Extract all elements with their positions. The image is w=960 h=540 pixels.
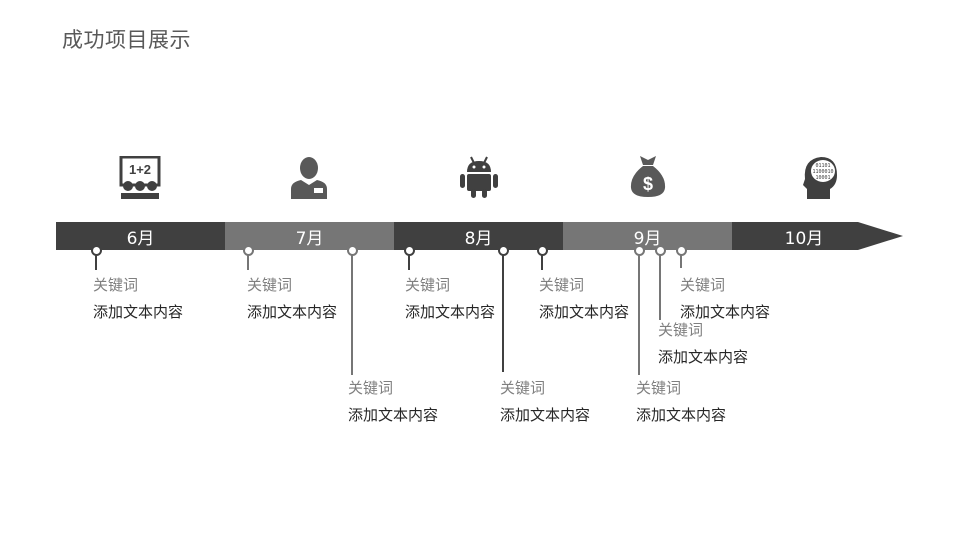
milestone-dot — [537, 245, 548, 256]
milestone-connector — [659, 250, 661, 320]
milestone-connector — [247, 250, 249, 270]
milestone-connector — [351, 250, 353, 375]
binary-head-icon: 01101 1100010 10001 — [803, 157, 837, 199]
month-label: 6月 — [126, 228, 155, 249]
milestone-keyword: 关键词 — [93, 276, 139, 294]
month-segment-september: 9月 — [563, 222, 732, 250]
month-label: 7月 — [295, 228, 324, 249]
milestone-dot — [655, 245, 666, 256]
milestone-connector — [502, 250, 504, 372]
month-label: 8月 — [464, 228, 493, 249]
milestone-keyword: 关键词 — [680, 276, 726, 294]
milestone-keyword: 关键词 — [247, 276, 293, 294]
timeline-arrowhead — [858, 222, 903, 250]
svg-text:01101: 01101 — [815, 163, 830, 169]
milestone-keyword: 关键词 — [539, 276, 585, 294]
classroom-board-icon: 1+2 — [119, 156, 161, 199]
milestone-keyword: 关键词 — [636, 379, 682, 397]
android-icon — [460, 156, 498, 198]
page-title: 成功项目展示 — [62, 28, 191, 52]
month-label: 10月 — [784, 228, 824, 249]
month-segment-july: 7月 — [225, 222, 394, 250]
month-label: 9月 — [633, 228, 662, 249]
milestone-dot — [243, 245, 254, 256]
milestone-keyword: 关键词 — [348, 379, 394, 397]
milestone-text: 添加文本内容 — [636, 406, 727, 424]
milestone-text: 添加文本内容 — [93, 303, 184, 321]
milestone-keyword: 关键词 — [658, 321, 704, 339]
milestone-text: 添加文本内容 — [348, 406, 439, 424]
milestone-dot — [498, 245, 509, 256]
svg-text:1+2: 1+2 — [129, 162, 151, 177]
milestone-text: 添加文本内容 — [539, 303, 630, 321]
svg-text:10001: 10001 — [815, 175, 830, 181]
money-bag-icon: $ — [630, 156, 666, 197]
milestone-dot — [634, 245, 645, 256]
milestone-dot — [404, 245, 415, 256]
month-segment-august: 8月 — [394, 222, 563, 250]
milestone-connector — [638, 250, 640, 375]
milestone-dot — [676, 245, 687, 256]
businessman-icon — [291, 157, 327, 199]
milestone-connector — [95, 250, 97, 270]
month-segment-october: 10月 — [732, 222, 858, 250]
month-segment-june: 6月 — [56, 222, 225, 250]
milestone-text: 添加文本内容 — [658, 348, 749, 366]
milestone-text: 添加文本内容 — [405, 303, 496, 321]
svg-text:$: $ — [643, 174, 653, 194]
milestone-keyword: 关键词 — [500, 379, 546, 397]
milestone-dot — [91, 245, 102, 256]
milestone-text: 添加文本内容 — [500, 406, 591, 424]
milestone-connector — [408, 250, 410, 270]
svg-text:1100010: 1100010 — [812, 169, 833, 175]
milestone-dot — [347, 245, 358, 256]
milestone-text: 添加文本内容 — [680, 303, 771, 321]
milestone-keyword: 关键词 — [405, 276, 451, 294]
milestone-connector — [541, 250, 543, 270]
milestone-text: 添加文本内容 — [247, 303, 338, 321]
milestone-connector — [680, 250, 682, 268]
